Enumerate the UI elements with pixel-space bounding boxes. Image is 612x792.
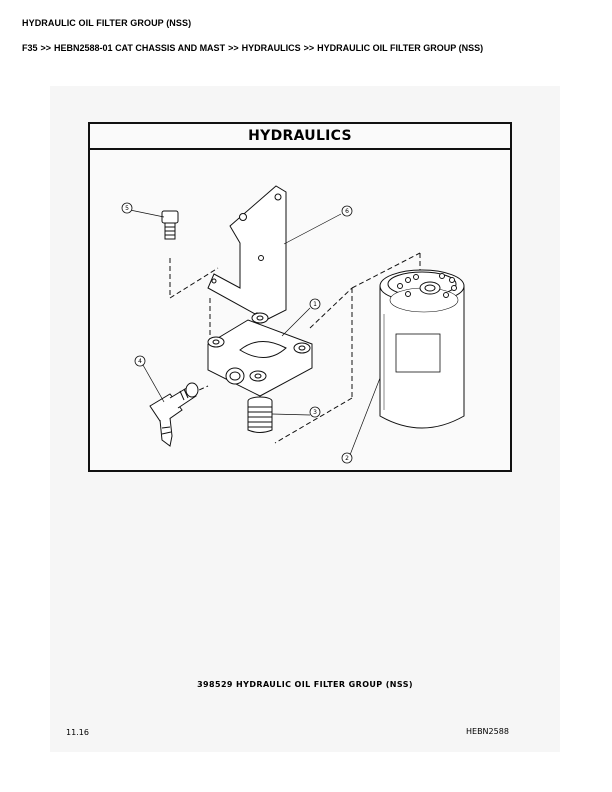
elbow-fitting-part <box>149 382 199 447</box>
leader-lines <box>129 209 381 456</box>
page-title: HYDRAULIC OIL FILTER GROUP (NSS) <box>22 18 192 28</box>
breadcrumb-separator: >> <box>228 43 239 53</box>
breadcrumb-item-current: HYDRAULIC OIL FILTER GROUP (NSS) <box>317 43 484 53</box>
mounting-bracket-part <box>207 185 287 321</box>
parts-diagram: 5 6 1 4 3 2 <box>121 185 465 464</box>
filter-base-part <box>207 312 313 397</box>
diagram-header: HYDRAULICS <box>90 124 510 150</box>
figure-caption: 398529 HYDRAULIC OIL FILTER GROUP (NSS) <box>197 680 413 689</box>
callout-2: 2 <box>341 452 353 464</box>
callout-1: 1 <box>309 298 321 310</box>
breadcrumb-item-model[interactable]: F35 <box>22 43 38 53</box>
callout-4: 4 <box>134 355 146 367</box>
callout-number: 4 <box>138 358 142 365</box>
callout-number: 2 <box>345 455 349 462</box>
parts-diagram-frame: HYDRAULICS <box>88 122 512 472</box>
callout-5: 5 <box>121 202 133 214</box>
bolt-part <box>161 210 179 240</box>
callout-3: 3 <box>309 406 321 418</box>
document-code: HEBN2588 <box>466 727 509 736</box>
breadcrumb-item-section[interactable]: HYDRAULICS <box>241 43 301 53</box>
threaded-adapter-part <box>247 396 273 433</box>
filter-element-part <box>379 269 465 429</box>
breadcrumb-separator: >> <box>303 43 315 53</box>
breadcrumb-separator: >> <box>40 43 52 53</box>
callout-number: 6 <box>345 208 349 215</box>
breadcrumb-item-manual[interactable]: HEBN2588-01 CAT CHASSIS AND MAST <box>54 43 226 53</box>
breadcrumb: F35>>HEBN2588-01 CAT CHASSIS AND MAST>>H… <box>22 43 483 53</box>
callout-number: 1 <box>313 301 317 308</box>
page-number: 11.16 <box>66 728 89 737</box>
callout-6: 6 <box>341 205 353 217</box>
callout-number: 3 <box>313 409 317 416</box>
callout-number: 5 <box>125 205 129 212</box>
